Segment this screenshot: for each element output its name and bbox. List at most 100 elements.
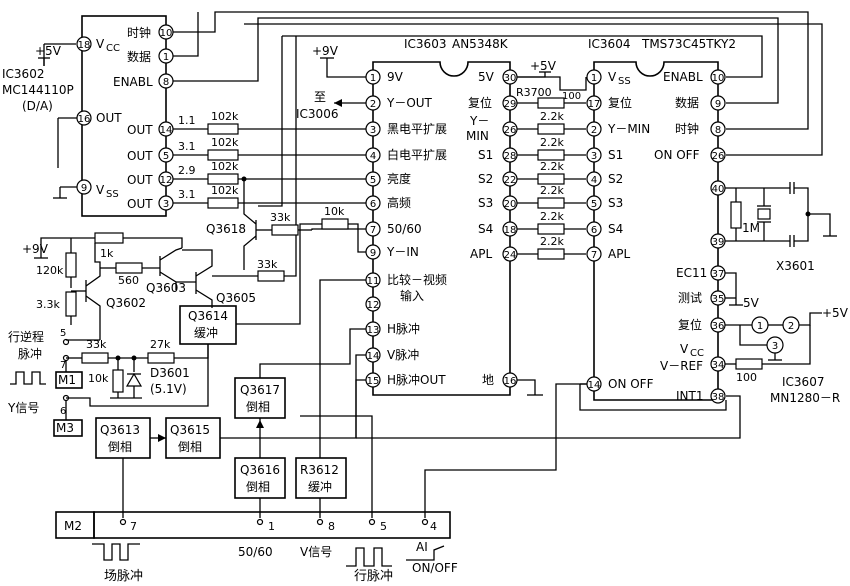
- ic3602-pin-9-sub: SS: [106, 189, 119, 200]
- ic3602-pin-18-sub: CC: [106, 43, 120, 54]
- q3602-label: Q3602: [106, 296, 146, 310]
- ic3604-pin-38: 38: [712, 392, 725, 403]
- resistor-102k-c: 102k: [211, 160, 239, 173]
- voltage-out12: 2.9: [178, 164, 196, 177]
- ic3602-pin-8-label: ENABL: [113, 75, 153, 89]
- m2-line-label: 行脉冲: [354, 569, 393, 584]
- ic3602-pin-12: 12: [160, 175, 173, 186]
- ic3604-pin-4: 4: [591, 175, 597, 186]
- ic3604-supply: +5V: [530, 59, 557, 73]
- resistor-27k: 27k: [150, 338, 171, 351]
- ic3604-model: TMS73C45TKY2: [641, 37, 736, 51]
- d3601-ref: D3601: [150, 366, 190, 380]
- ic3604-pin-9-label: 数据: [675, 95, 699, 110]
- ic3603-pin-4-label: 白电平扩展: [387, 147, 447, 162]
- m2-5060-label: 50/60: [238, 545, 273, 559]
- ic3604-pin-4-label: S2: [608, 172, 623, 186]
- ic3604-pin-14: 14: [588, 380, 601, 391]
- ic3603-supply: +9V: [312, 44, 339, 58]
- ysignal-label: Y信号: [7, 401, 39, 415]
- out-resistor-network: 1.1 102k 3.1 102k 2.9 102k 3.1 102k: [173, 110, 366, 209]
- q3617-chain: Q3617 倒相 Q3616 倒相 R3612 缓冲: [234, 279, 366, 518]
- q3617-ref: Q3617: [240, 383, 280, 397]
- ic3603-pin-18: 18: [504, 225, 517, 236]
- ic3604-pin-3-label: S1: [608, 148, 623, 162]
- m3-box: [53, 419, 83, 437]
- ic3604-pin-34: 34: [712, 360, 725, 371]
- resistor-2k2-e: 2.2k: [540, 210, 564, 223]
- resistor-33k-a: 33k: [270, 211, 291, 224]
- ic3607-pin-3: 3: [772, 341, 778, 352]
- ic3602-model: MC144110P: [2, 83, 74, 97]
- m2-onoff-label: ON/OFF: [412, 561, 458, 575]
- ic3604-part: IC3604: [588, 37, 630, 51]
- ic3603-part: IC3603: [404, 37, 446, 51]
- ic3602-pin-14: 14: [160, 125, 173, 136]
- ic3607-pin-1: 1: [757, 321, 763, 332]
- resistor-2k2-a: 2.2k: [540, 110, 564, 123]
- q3614-ref: Q3614: [188, 309, 228, 323]
- ic3607-pin-2: 2: [788, 321, 794, 332]
- m2-body: [93, 511, 451, 539]
- m3-pin-6: 6: [60, 406, 66, 417]
- ic3604-pin-7-label: APL: [608, 247, 630, 261]
- ic3603-pin-20-label: S3: [478, 196, 493, 210]
- r3612-func: 缓冲: [308, 479, 332, 494]
- ic3604-pin-6: 6: [591, 225, 597, 236]
- ic3603-pin-24-label: APL: [470, 247, 492, 261]
- ic3603-pin-30-label: 5V: [478, 70, 495, 84]
- voltage-out5: 3.1: [178, 140, 196, 153]
- ic3603-pin-11-label: 比较－视频: [387, 272, 447, 287]
- ic3604-pin-40: 40: [712, 184, 725, 195]
- ic3604-pin-37-label: EC11: [676, 266, 707, 280]
- m2-pin-4: 4: [430, 520, 437, 533]
- ic3603-pin-15: 15: [367, 376, 380, 387]
- ic3603-pin-1: 1: [370, 73, 376, 84]
- ic3603-pin-13: 13: [367, 325, 380, 336]
- ic3604-pin-8: 8: [715, 125, 721, 136]
- ic3603-pin-1-label: 9V: [387, 70, 404, 84]
- q3617-func: 倒相: [246, 400, 270, 414]
- ic3602-pin-16-label: OUT: [96, 111, 122, 125]
- ic3602-pin-16: 16: [78, 114, 91, 125]
- ic3604-pin-37: 37: [712, 269, 725, 280]
- ic3602-pin-1: 1: [163, 52, 169, 63]
- transistor-section: +9V 120k 3.3k 1k Q3602 560 Q3603 Q3605: [22, 36, 366, 340]
- m2-label: M2: [64, 519, 82, 533]
- ic3604-pin-7: 7: [591, 250, 597, 261]
- ic3603-pin-16-label: 地: [482, 373, 494, 387]
- ic3602-pin-8: 8: [163, 77, 169, 88]
- ic3602-body: [81, 15, 167, 217]
- ic3603-pin-16: 16: [504, 376, 517, 387]
- ic3602-pin-5: 5: [163, 151, 169, 162]
- ic3603-pin-24: 24: [504, 250, 517, 261]
- q3613-ref: Q3613: [100, 423, 140, 437]
- m1-box: [55, 371, 83, 389]
- ic3603-pin-14-label: V脉冲: [387, 347, 419, 362]
- ic3603-pin-20: 20: [504, 199, 517, 210]
- ic3607: 1 2 3 +5V 100 IC3607 MN1280－R: [725, 306, 849, 405]
- ic3604-pin-6-label: S4: [608, 222, 623, 236]
- ic3603-pin-11-extra: 输入: [400, 288, 424, 303]
- resistor-33k-c: 33k: [86, 338, 107, 351]
- q3616-func: 倒相: [246, 480, 270, 494]
- ic3603-pin-22-label: S2: [478, 172, 493, 186]
- ic3604-pin-38-label: INT1: [676, 389, 703, 403]
- ic3603-pin-3: 3: [370, 125, 376, 136]
- q3616-ref: Q3616: [240, 463, 280, 477]
- resistor-100-vref: 100: [736, 371, 757, 384]
- ic3604-pin-17-label: 复位: [608, 95, 632, 110]
- ic3604-pin-10-label: ENABL: [663, 70, 703, 84]
- ic3603-pin-12: 12: [367, 300, 380, 311]
- ic3602-pin-3: 3: [163, 199, 169, 210]
- ic3604-pin-36-label: 复位: [678, 317, 702, 332]
- resistor-102k-a: 102k: [211, 110, 239, 123]
- ic3603-to-target: IC3006: [296, 107, 338, 121]
- ic3603-pin-11: 11: [367, 276, 380, 287]
- resistor-3k3: 3.3k: [36, 298, 60, 311]
- m1-pin-7: 7: [60, 360, 66, 371]
- resistor-102k-d: 102k: [211, 184, 239, 197]
- voltage-out3: 3.1: [178, 188, 196, 201]
- ic3604-pin-14-label: ON OFF: [608, 377, 654, 391]
